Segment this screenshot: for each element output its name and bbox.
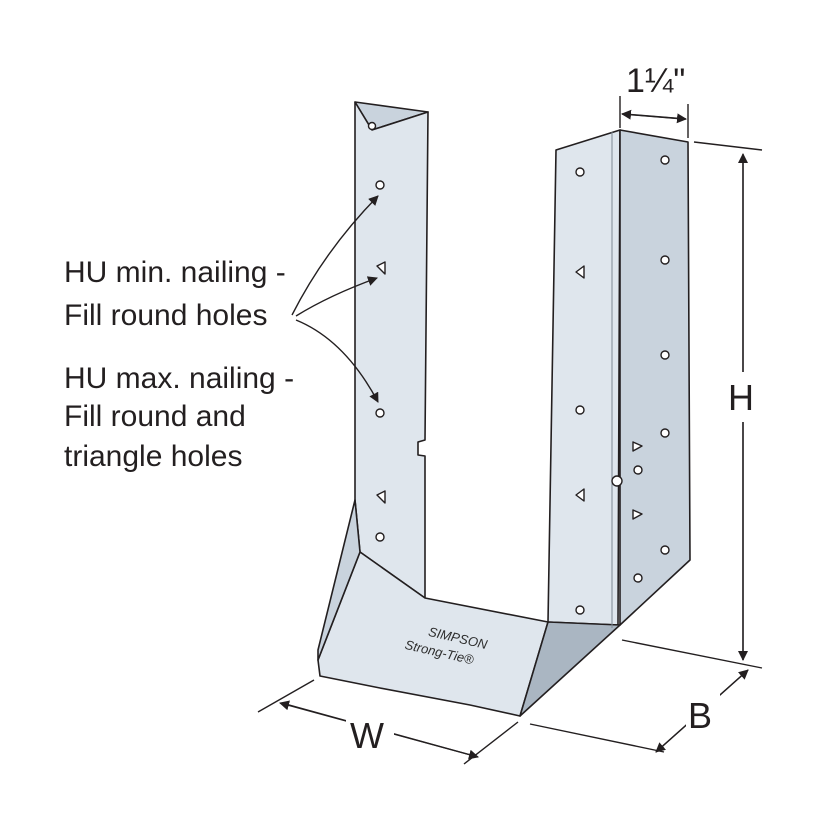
hole	[660, 545, 670, 555]
depth-dimension	[529, 669, 749, 753]
min-nailing-line-1: HU min. nailing -	[64, 256, 286, 289]
hole	[611, 475, 623, 487]
flange-width-dimension	[619, 96, 689, 138]
leader-arrow	[295, 276, 378, 317]
height-label-bg	[724, 372, 762, 422]
max-nailing-line-3: triangle holes	[64, 440, 242, 473]
hole	[660, 255, 670, 265]
width-label-bg	[346, 708, 394, 754]
hole	[375, 408, 385, 418]
depth-label-bg	[686, 690, 720, 734]
flange-width-label: 1¼"	[626, 62, 685, 100]
hole	[575, 405, 585, 415]
joist-hanger	[317, 101, 691, 717]
left-side-panel	[354, 101, 429, 599]
hole	[633, 573, 643, 583]
hole	[575, 605, 585, 615]
depth-label: B	[688, 695, 712, 736]
hole	[633, 465, 643, 475]
hole	[660, 155, 670, 165]
hole	[375, 180, 385, 190]
max-nailing-line-1: HU max. nailing -	[64, 362, 294, 395]
leader-arrow	[291, 195, 379, 316]
callout-leaders	[291, 195, 379, 403]
height-label: H	[728, 377, 754, 418]
right-flare	[519, 621, 621, 717]
hole	[660, 428, 670, 438]
tri-hole	[632, 509, 643, 520]
leader-arrow	[295, 319, 379, 403]
hole	[575, 167, 585, 177]
width-label: W	[350, 715, 384, 756]
triangle-nail-holes	[376, 261, 643, 520]
hole	[367, 121, 377, 131]
left-flare	[317, 499, 361, 661]
right-flange	[619, 129, 691, 626]
max-nailing-line-2: Fill round and	[64, 400, 246, 433]
hole	[660, 350, 670, 360]
tri-hole	[575, 488, 585, 502]
tri-hole	[376, 261, 386, 275]
tri-hole	[376, 490, 386, 504]
hole	[375, 532, 385, 542]
min-nailing-line-2: Fill round holes	[64, 299, 267, 332]
round-nail-holes	[367, 121, 670, 615]
seat-plate	[317, 551, 549, 717]
tri-hole	[575, 265, 585, 279]
tri-hole	[632, 441, 643, 452]
right-side-panel	[547, 129, 621, 626]
